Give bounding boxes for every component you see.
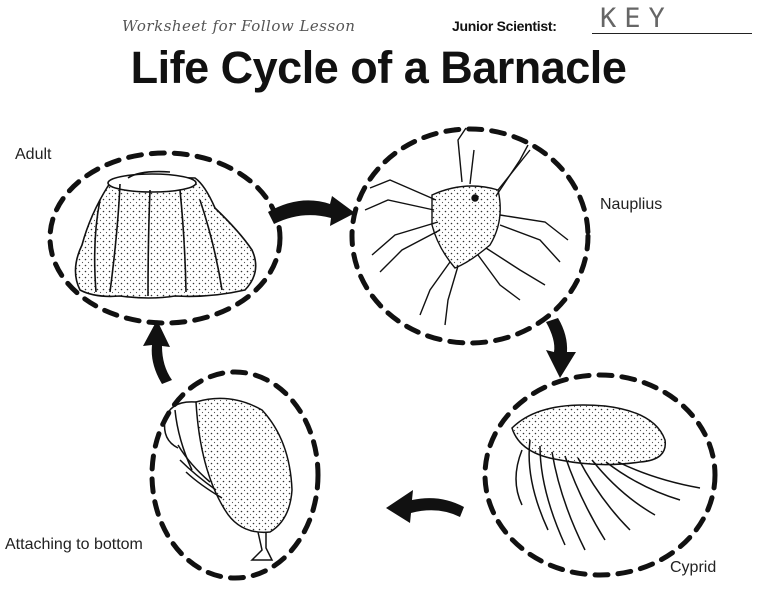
arrow-adult-to-nauplius-icon (268, 196, 355, 226)
nauplius-larva-icon (365, 128, 568, 325)
stage-label-attaching: Attaching to bottom (5, 536, 143, 554)
stage-label-cyprid: Cyprid (670, 559, 716, 577)
adult-barnacle-icon (75, 172, 255, 298)
arrow-cyprid-to-attaching-icon (386, 490, 464, 523)
attaching-cyprid-icon (165, 398, 292, 560)
arrow-nauplius-to-cyprid-icon (546, 318, 576, 378)
cyprid-larva-icon (512, 405, 700, 550)
stage-label-adult: Adult (15, 146, 51, 164)
arrow-attaching-to-adult-icon (143, 320, 172, 384)
stage-label-nauplius: Nauplius (600, 196, 662, 214)
